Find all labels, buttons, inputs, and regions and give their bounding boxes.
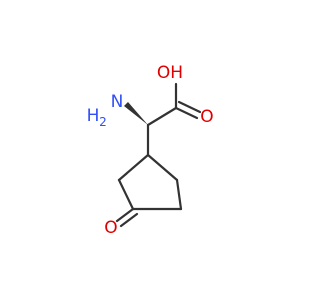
- atom-label-amine-h: H: [87, 106, 100, 126]
- bond-carboxyl-double-b: [177, 100, 202, 114]
- stereo-wedge-bond: [124, 102, 148, 125]
- ring-bond-c1-c2: [117, 153, 150, 182]
- ring-bond-c2-c3: [117, 178, 135, 211]
- bond-carboxyl-double-a: [174, 106, 199, 120]
- molecule-structure: OH O O H 2 N: [87, 63, 214, 238]
- ring-bond-c5-c1: [146, 153, 179, 182]
- bond-ketone-double-a: [115, 207, 135, 223]
- atom-label-ketone-oxygen: O: [104, 218, 117, 238]
- atom-label-carbonyl-oxygen: O: [200, 107, 213, 127]
- bond-ketone-double-b: [119, 212, 139, 228]
- atom-label-amine-n: N: [111, 92, 124, 112]
- bond-alpha-to-carboxyl: [146, 106, 178, 127]
- atom-label-amine-subscript: 2: [99, 115, 107, 129]
- atom-label-hydroxyl: OH: [157, 63, 183, 83]
- ring-bond-c4-c5: [175, 178, 183, 211]
